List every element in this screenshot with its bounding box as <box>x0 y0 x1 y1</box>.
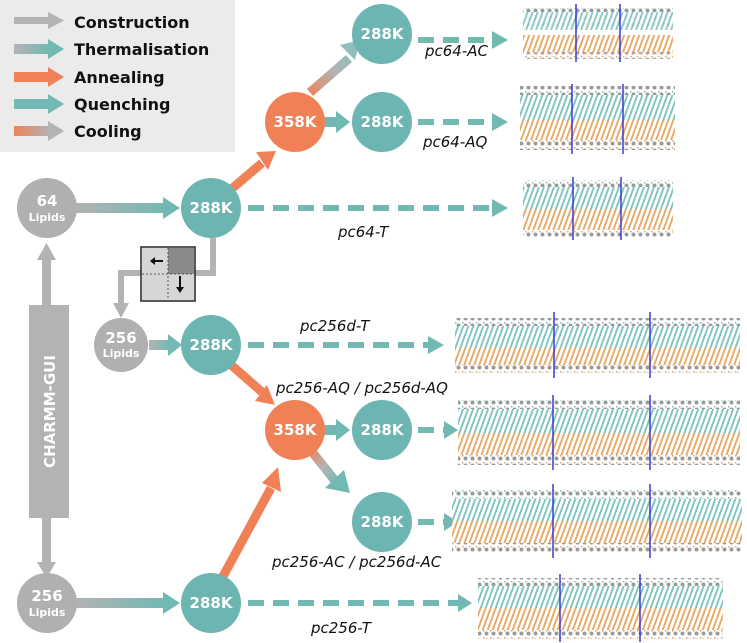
lipids-256a-word: Lipids <box>103 347 140 360</box>
label-pc256-aq: pc256-AQ / pc256d-AQ <box>275 379 448 397</box>
dashed-arrows <box>248 37 492 606</box>
membrane-pc64-aq <box>520 84 675 154</box>
label-pc256d-t: pc256d-T <box>299 317 371 335</box>
box-replication-icon <box>140 246 196 302</box>
lipids-64-word: Lipids <box>29 211 66 224</box>
thermalisation-arrows <box>76 197 182 614</box>
node-ann256: 358K <box>265 400 325 460</box>
membrane-pc256-aq <box>458 395 740 470</box>
node-aq64: 288K <box>352 92 412 152</box>
charmm-gui-label: CHARMM-GUI <box>41 355 59 468</box>
annealing-arrows <box>217 151 281 583</box>
legend-thermalisation: Thermalisation <box>74 40 209 59</box>
lipids-256b-word: Lipids <box>29 606 66 619</box>
membrane-pc256d-t <box>455 312 740 378</box>
legend-arrow-icon <box>14 12 64 141</box>
node-ac64: 288K <box>352 4 412 64</box>
legend-cooling: Cooling <box>74 122 142 141</box>
node-t64: 288K <box>181 178 241 238</box>
legend-annealing: Annealing <box>74 68 165 87</box>
node-t256-label: 288K <box>190 594 234 612</box>
node-t256d-label: 288K <box>190 336 234 354</box>
node-ac256: 288K <box>352 492 412 552</box>
lipids-64-node: 64 Lipids <box>17 178 77 238</box>
node-t256: 288K <box>181 573 241 633</box>
lipids-256a-node: 256 Lipids <box>94 318 148 372</box>
lipids-256b-number: 256 <box>31 587 62 605</box>
label-pc256-t: pc256-T <box>310 619 373 637</box>
lipids-256a-number: 256 <box>105 329 136 347</box>
lipids-256b-node: 256 Lipids <box>17 573 77 633</box>
dashed-arrow-heads <box>428 31 508 612</box>
quenching-arrows <box>322 111 350 441</box>
legend-quenching: Quenching <box>74 95 170 114</box>
lipids-64-number: 64 <box>37 192 58 210</box>
label-pc64-t: pc64-T <box>337 223 390 241</box>
node-ac256-label: 288K <box>361 513 405 531</box>
label-pc256-ac: pc256-AC / pc256d-AC <box>271 553 442 571</box>
node-ann256-label: 358K <box>274 421 318 439</box>
charmm-gui-box <box>29 305 69 518</box>
membrane-pc256-ac <box>452 484 742 558</box>
membrane-pc64-ac <box>523 4 673 62</box>
node-t256d: 288K <box>181 315 241 375</box>
node-aq256-label: 288K <box>361 421 405 439</box>
node-ann64-label: 358K <box>274 113 318 131</box>
node-ann64: 358K <box>265 92 325 152</box>
node-t64-label: 288K <box>190 199 234 217</box>
node-ac64-label: 288K <box>361 25 405 43</box>
label-pc64-ac: pc64-AC <box>424 42 489 60</box>
node-aq64-label: 288K <box>361 113 405 131</box>
membrane-pc256-t <box>478 574 723 642</box>
label-pc64-aq: pc64-AQ <box>422 133 488 151</box>
legend: Construction Thermalisation Annealing Qu… <box>0 0 235 152</box>
membrane-pc64-t <box>523 177 673 240</box>
node-aq256: 288K <box>352 400 412 460</box>
legend-construction: Construction <box>74 13 190 32</box>
